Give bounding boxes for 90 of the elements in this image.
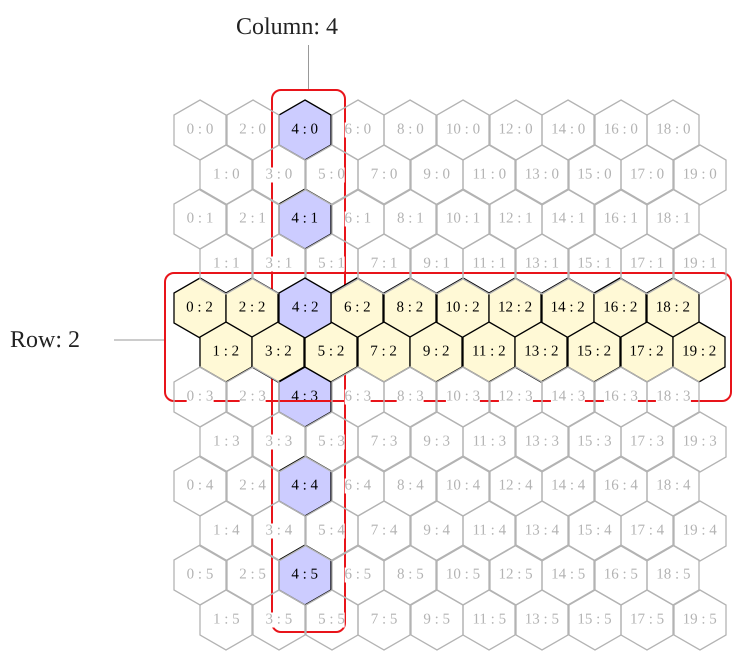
hex-label: 13 : 2 <box>524 344 558 360</box>
hex-label: 17 : 5 <box>630 612 664 627</box>
hex-label: 13 : 1 <box>524 256 559 271</box>
hex-label: 1 : 1 <box>212 256 240 271</box>
hex-label: 5 : 1 <box>318 256 345 271</box>
hex-label: 9 : 0 <box>423 167 450 182</box>
hex-label: 4 : 2 <box>292 300 319 316</box>
hex-label: 15 : 5 <box>577 612 612 627</box>
hex-label: 19 : 2 <box>682 344 716 360</box>
hex-label: 5 : 2 <box>318 344 344 360</box>
hex-label: 6 : 5 <box>344 568 372 582</box>
hex-label: 13 : 0 <box>524 167 559 182</box>
hex-label: 3 : 5 <box>266 612 292 627</box>
hex-label: 3 : 4 <box>266 523 292 538</box>
hex-label: 15 : 2 <box>576 344 612 360</box>
hex-label: 4 : 4 <box>291 477 318 494</box>
hex-label: 11 : 4 <box>472 523 506 538</box>
hex-label: 18 : 2 <box>656 299 690 316</box>
hex-label: 3 : 1 <box>266 256 292 271</box>
column-label: Column: 4 <box>236 11 381 43</box>
hex-label: 17 : 2 <box>630 344 664 360</box>
hex-label: 17 : 4 <box>630 523 664 538</box>
hex-label: 6 : 1 <box>344 212 372 226</box>
hex-label: 1 : 5 <box>212 612 240 627</box>
hex-label: 4 : 0 <box>291 121 318 138</box>
hex-label: 9 : 2 <box>422 344 450 360</box>
hex-label: 15 : 0 <box>577 167 612 182</box>
hex-label: 8 : 3 <box>397 390 424 404</box>
hex-label: 19 : 5 <box>682 612 717 627</box>
hex-label: 14 : 3 <box>551 390 586 404</box>
hex-label: 9 : 3 <box>423 434 450 449</box>
hex-label: 7 : 1 <box>370 256 398 271</box>
hex-label: 4 : 5 <box>291 566 318 583</box>
hex-label: 11 : 1 <box>472 256 506 271</box>
hex-label: 3 : 2 <box>265 344 292 360</box>
hex-label: 16 : 3 <box>604 390 638 404</box>
hex-label: 5 : 0 <box>318 167 345 182</box>
row-label: Row: 2 <box>10 324 110 356</box>
hex-label: 11 : 3 <box>472 434 506 449</box>
hex-label: 14 : 2 <box>550 299 585 316</box>
hex-label: 19 : 1 <box>682 256 717 271</box>
hex-label: 1 : 3 <box>212 434 240 449</box>
hex-label: 13 : 4 <box>524 523 559 538</box>
hex-label: 3 : 3 <box>266 434 292 449</box>
hex-label: 13 : 5 <box>524 612 559 627</box>
hex-label: 3 : 0 <box>266 167 292 182</box>
hex-label: 10 : 2 <box>445 299 480 316</box>
hex-label: 13 : 3 <box>524 434 559 449</box>
hex-label: 17 : 3 <box>630 434 664 449</box>
hex-label: 19 : 0 <box>682 167 717 182</box>
hex-label: 11 : 0 <box>472 167 506 182</box>
hex-label: 0 : 3 <box>186 390 214 404</box>
hex-label: 9 : 1 <box>423 256 450 271</box>
hex-label: 17 : 1 <box>630 256 664 271</box>
hex-label: 18 : 3 <box>656 390 690 404</box>
leader-line <box>308 44 309 90</box>
hex-label: 6 : 4 <box>344 478 372 494</box>
hex-label: 5 : 5 <box>318 612 345 627</box>
hex-label: 6 : 0 <box>344 122 372 138</box>
hex-label: 15 : 1 <box>577 256 612 271</box>
hex-label: 1 : 0 <box>212 167 240 182</box>
hex-label: 2 : 2 <box>238 299 266 316</box>
hex-label: 7 : 0 <box>370 167 398 182</box>
hex-label: 7 : 4 <box>370 523 398 538</box>
hex-label: 16 : 2 <box>603 299 638 316</box>
hex-label: 7 : 2 <box>370 344 397 360</box>
hex-label: 9 : 5 <box>423 612 450 627</box>
hex-label: 0 : 2 <box>186 299 213 316</box>
hex-label: 11 : 2 <box>472 344 506 360</box>
hex-label: 2 : 3 <box>239 390 266 404</box>
hex-label: 6 : 3 <box>344 390 372 404</box>
hex-label: 10 : 3 <box>446 390 480 404</box>
hex-label: 1 : 2 <box>212 344 240 360</box>
hex-label: 7 : 5 <box>370 612 398 627</box>
hex-label: 8 : 2 <box>396 299 424 316</box>
hex-label: 9 : 4 <box>423 523 450 538</box>
hex-label: 6 : 2 <box>344 299 371 316</box>
hex-label: 17 : 0 <box>630 167 664 182</box>
hex-label: 12 : 3 <box>498 390 533 404</box>
hex-label: 1 : 4 <box>212 523 240 538</box>
hex-label: 19 : 4 <box>682 523 717 538</box>
hex-label: 4 : 1 <box>291 210 318 227</box>
hex-label: 5 : 3 <box>318 434 345 449</box>
highlight-frame <box>164 272 732 402</box>
hex-label: 15 : 3 <box>577 434 612 449</box>
hex-label: 15 : 4 <box>577 523 612 538</box>
hex-label: 11 : 5 <box>472 612 506 627</box>
hex-label: 19 : 3 <box>682 434 717 449</box>
hex-label: 12 : 2 <box>498 299 532 316</box>
hex-label: 7 : 3 <box>370 434 398 449</box>
